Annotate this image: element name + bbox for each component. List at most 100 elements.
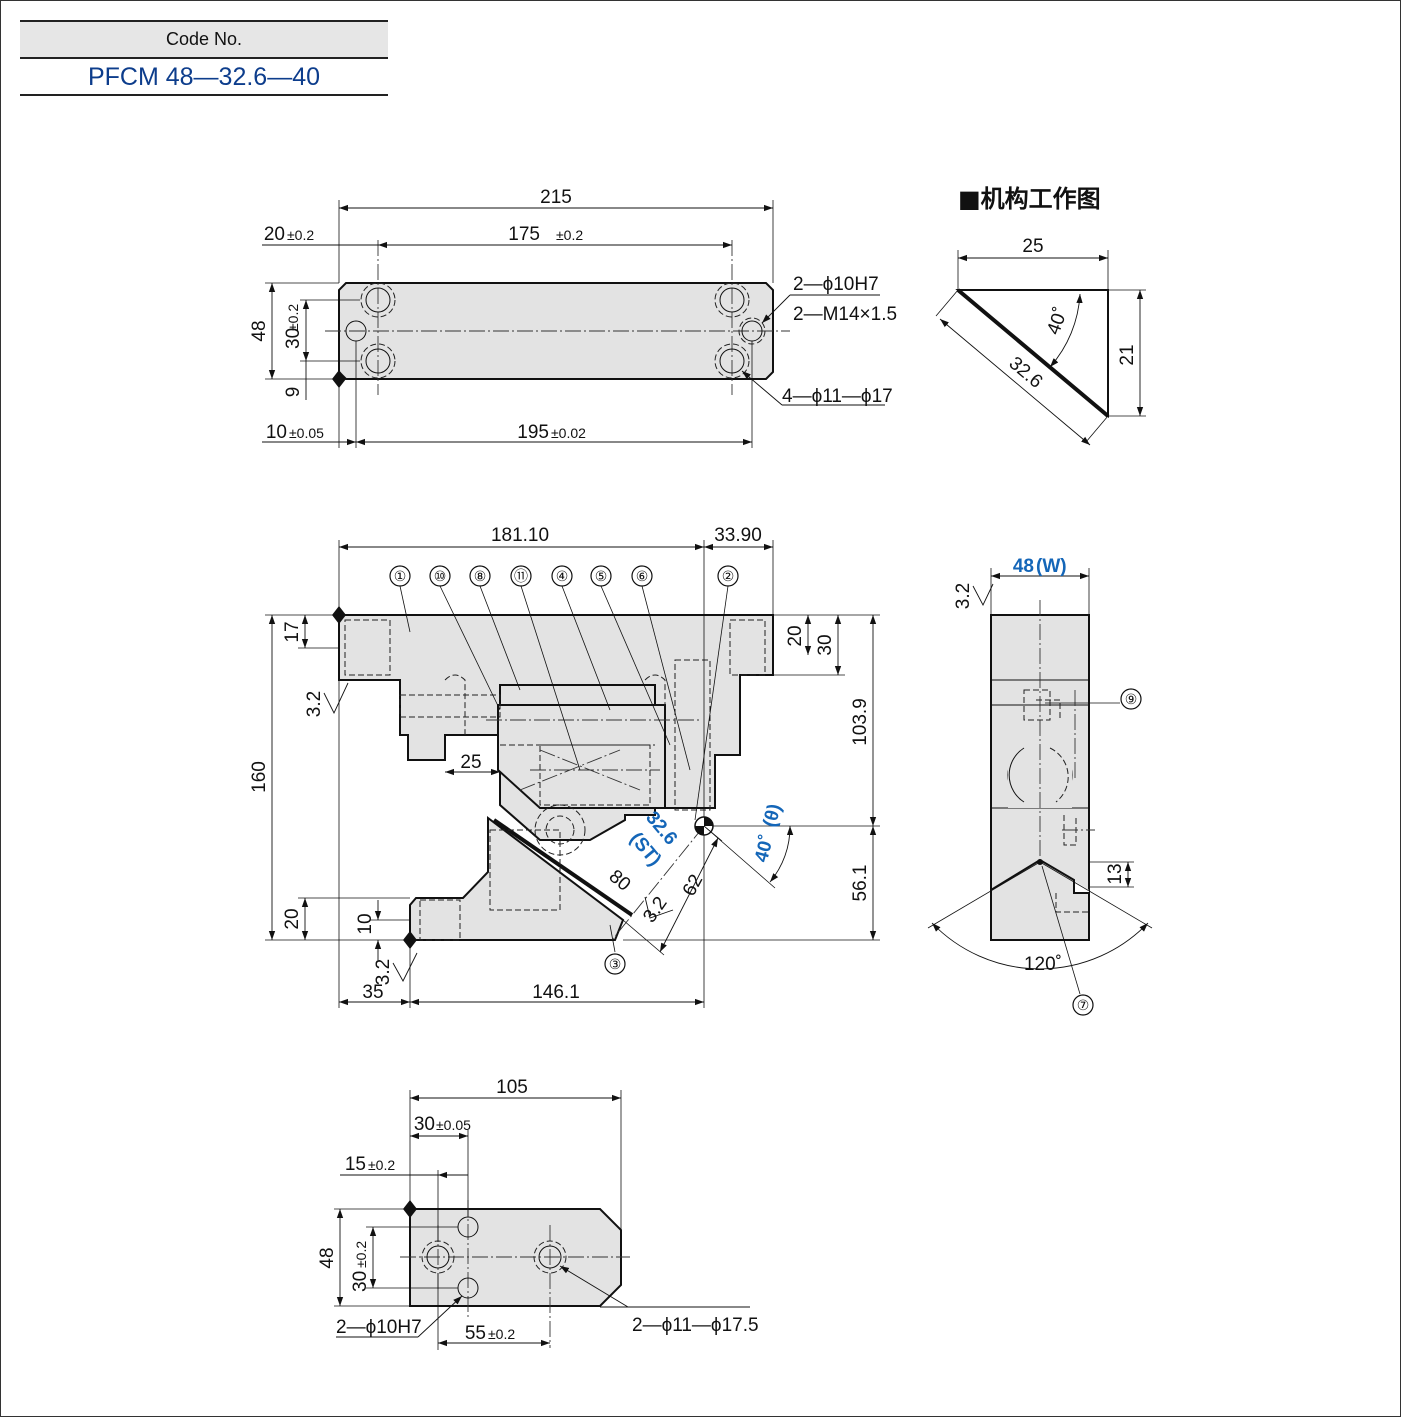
dim-195: 195 [517,422,549,443]
callout-number: ⑤ [595,568,608,584]
slide-face [492,818,634,917]
cbore-hole [719,287,745,313]
callout-circle [551,565,573,587]
callout-circle [469,565,491,587]
dim-3390: 33.90 [714,525,762,546]
note-thread: 2—M14×1.5 [793,304,897,325]
callout-number: ① [394,568,407,584]
dim-20-top: 20 [785,625,806,646]
dim-30: 30 [283,328,304,349]
code-table-bottom-rule [20,94,388,96]
code-table-mid-rule [20,57,388,59]
bottom-tol-55: ±0.2 [488,1326,515,1342]
cbore-outer [360,282,396,318]
cbore-outer [360,343,396,379]
bottom-dim-15: 15 [345,1154,366,1175]
bottom-view: 105 30 ±0.05 15 ±0.2 48 30 ±0.2 55 ±0.2 … [317,1077,759,1350]
angle-value: 40˚ [751,833,778,865]
callout-7: ⑦ [1077,997,1090,1013]
cbore-outer [533,1240,567,1274]
callout-number: ⑥ [636,568,649,584]
cbore-hole [426,1245,450,1269]
side-width-value: 48 [1013,556,1034,577]
note-cbore: 4—ϕ11—ϕ17 [782,386,893,407]
angle-label: (θ) [760,802,786,830]
dim-62: 62 [679,871,707,900]
dim-10: 10 [266,422,287,443]
dim-561: 56.1 [850,865,871,902]
cbore-hole [538,1245,562,1269]
bottom-dim-48: 48 [317,1247,338,1268]
dim-160: 160 [249,761,270,793]
slider [499,684,656,706]
dim-30: 30 [815,634,836,655]
bottom-dim-105: 105 [496,1077,528,1098]
callout-number: ⑪ [514,568,528,584]
callout-circle [1120,688,1142,710]
roughness-symbol: 3.2 [639,893,674,927]
dim-175: 175 [508,224,540,245]
callouts [399,585,729,953]
bottom-note-h7: 2—ϕ10H7 [336,1317,422,1338]
cbore-outer [714,282,750,318]
dim-35: 35 [362,982,383,1003]
callout-number: ② [722,568,735,584]
callout-circle [1072,994,1094,1016]
tol-175: ±0.2 [556,227,583,243]
bottom-tol-15: ±0.2 [368,1157,395,1173]
callout-circle [631,565,653,587]
callout-circle [717,565,739,587]
callout-circle [510,565,532,587]
dim-20-bot: 20 [282,908,303,929]
svg-text:3.2: 3.2 [373,959,394,985]
roughness-symbol: 3.2 [304,682,349,717]
dim-25: 25 [460,752,481,773]
callout-number: ③ [609,956,622,972]
code-table-header: Code No. [20,22,388,57]
side-view: 120˚ 48 (W) 3.2 13 ⑨ ⑦ [927,556,1153,1016]
dim-line [939,318,1091,446]
callout-circle [429,565,451,587]
tol-20: ±0.2 [287,227,314,243]
roughness-symbol: 3.2 [953,583,994,609]
mechanism-diagram: ■机构工作图 25 21 32.6 40˚ [935,185,1146,446]
callout-circle [604,953,626,975]
tol-30: ±0.2 [285,304,301,331]
cbore-outer [714,343,750,379]
bottom-dim-55: 55 [465,1323,486,1344]
dim-48: 48 [249,320,270,341]
dim-10: 10 [355,913,376,934]
dim-20: 20 [264,224,285,245]
side-width-label: (W) [1036,556,1067,577]
dim-18110: 181.10 [491,525,549,546]
leader [559,1265,629,1308]
note-hole-h7: 2—ϕ10H7 [793,274,879,295]
side-dim-13: 13 [1105,863,1126,884]
bottom-note-cbore: 2—ϕ11—ϕ17.5 [632,1315,759,1336]
dim-17: 17 [282,621,303,642]
cbore-hole [365,287,391,313]
callout-circle [590,565,612,587]
svg-text:3.2: 3.2 [304,691,325,717]
callout-circle [389,565,411,587]
svg-text:3.2: 3.2 [953,583,974,609]
dim-80: 80 [605,866,635,896]
mech-dim-25: 25 [1022,236,1043,257]
v-block [990,858,1090,941]
callout-number: ⑩ [434,568,447,584]
dim-1039: 103.9 [850,698,871,746]
tol-195: ±0.02 [551,425,586,441]
mech-dim-21: 21 [1117,344,1138,365]
callout-number: ⑧ [474,568,487,584]
angle-arc [769,825,794,883]
roughness-symbol: 3.2 [373,952,418,985]
leader [761,294,791,324]
callout-9: ⑨ [1125,691,1138,707]
code-table-top-rule [20,20,388,22]
leader [417,1295,463,1338]
bottom-tol-30: ±0.2 [353,1241,369,1268]
angle-arc [931,922,1149,970]
top-view: 215 175 ±0.2 20 ±0.2 48 30 ±0.2 9 10 ±0.… [249,187,897,448]
dim-1461: 146.1 [532,982,580,1003]
